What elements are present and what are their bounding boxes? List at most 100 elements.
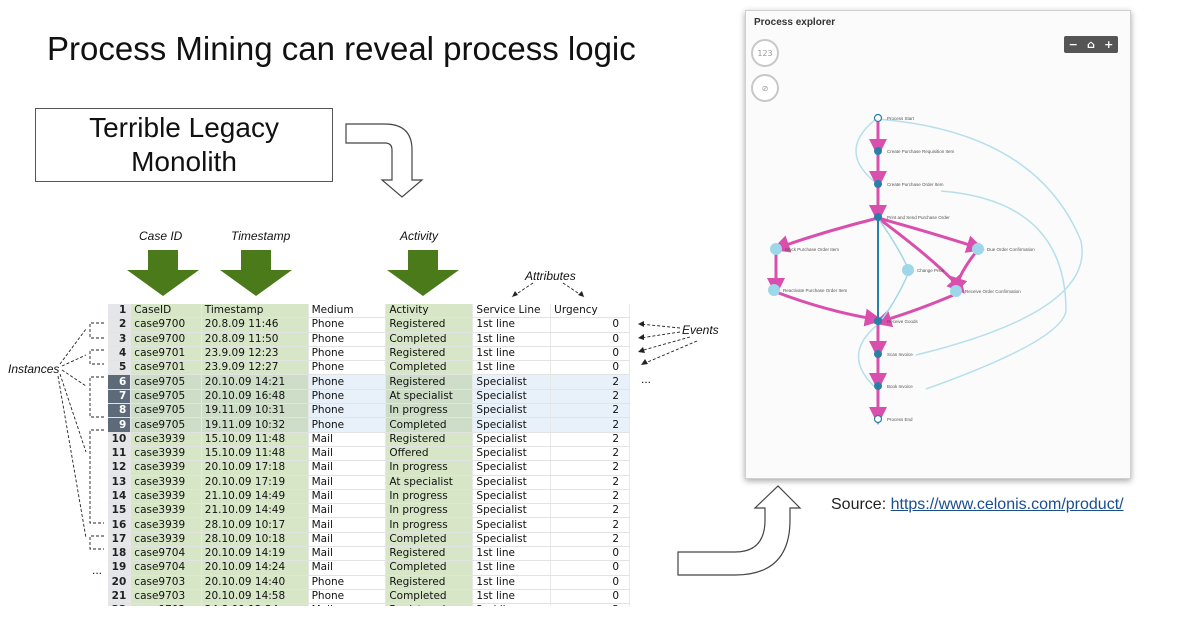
cell-caseid: case3939 bbox=[130, 517, 202, 533]
process-node-label: Change Price bbox=[917, 268, 945, 273]
process-node[interactable] bbox=[873, 414, 883, 424]
process-node[interactable] bbox=[874, 147, 882, 155]
cell-service-line: 1st line bbox=[472, 332, 552, 347]
process-node[interactable] bbox=[972, 243, 984, 255]
row-number: 4 bbox=[108, 346, 132, 362]
row-number: 14 bbox=[108, 489, 132, 505]
legacy-monolith-box: Terrible Legacy Monolith bbox=[35, 108, 333, 182]
process-node[interactable] bbox=[874, 180, 882, 188]
cell-medium: Phone bbox=[308, 403, 387, 419]
cell-timestamp: 24.8.09 12:24 bbox=[201, 603, 309, 606]
cell-medium: Phone bbox=[308, 589, 387, 605]
cell-urgency: 2 bbox=[550, 460, 630, 476]
cell-medium: Mail bbox=[308, 432, 387, 447]
process-node[interactable] bbox=[770, 243, 782, 255]
cell-caseid: case9704 bbox=[130, 560, 202, 576]
cell-timestamp: 19.11.09 10:32 bbox=[201, 417, 309, 433]
cell-service-line: 1st line bbox=[472, 346, 552, 362]
cell-caseid: case9700 bbox=[130, 332, 202, 347]
cell-activity: Completed bbox=[385, 532, 474, 548]
row-number: 12 bbox=[108, 460, 132, 476]
cell-activity: In progress bbox=[385, 489, 474, 505]
cell-caseid: case3939 bbox=[130, 446, 202, 462]
cell-service-line: Specialist bbox=[472, 446, 552, 462]
kpi-chip-label: 123 bbox=[757, 48, 773, 58]
instances-ellipsis: ... bbox=[92, 563, 103, 577]
process-explorer-title: Process explorer bbox=[754, 17, 836, 28]
process-explorer-panel: Process explorer − ⌂ + 123 ⊘ bbox=[745, 10, 1131, 479]
cell-medium: Phone bbox=[308, 360, 387, 376]
process-node[interactable] bbox=[874, 382, 882, 390]
cell-activity: Registered bbox=[385, 346, 474, 362]
process-node[interactable] bbox=[768, 284, 780, 296]
cell-timestamp: 21.10.09 14:49 bbox=[201, 489, 309, 505]
cell-urgency: 0 bbox=[550, 317, 630, 333]
cell-service-line: Specialist bbox=[472, 517, 552, 533]
cell-activity: Completed bbox=[385, 360, 474, 376]
cell-caseid: case9705 bbox=[130, 403, 202, 419]
cell-urgency: 2 bbox=[550, 603, 630, 606]
attributes-label: Attributes bbox=[525, 269, 576, 283]
cell-timestamp: 20.10.09 14:19 bbox=[201, 546, 309, 562]
events-arrows bbox=[639, 323, 698, 365]
header-urgency: Urgency bbox=[550, 304, 630, 319]
process-node[interactable] bbox=[874, 213, 882, 221]
source-link[interactable]: https://www.celonis.com/product/ bbox=[890, 496, 1124, 513]
home-icon[interactable]: ⌂ bbox=[1087, 38, 1095, 51]
page-title: Process Mining can reveal process logic bbox=[47, 30, 636, 67]
process-node[interactable] bbox=[874, 350, 882, 358]
eye-off-icon: ⊘ bbox=[761, 83, 769, 93]
cell-timestamp: 20.10.09 17:19 bbox=[201, 475, 309, 490]
cell-medium: Mail bbox=[308, 532, 387, 548]
cell-service-line: Specialist bbox=[472, 432, 552, 447]
process-node[interactable] bbox=[950, 285, 962, 297]
zoom-toolbar: − ⌂ + bbox=[1064, 36, 1118, 53]
process-node[interactable] bbox=[902, 264, 914, 276]
cell-medium: Mail bbox=[308, 460, 387, 476]
row-number: 19 bbox=[108, 560, 132, 576]
activity-label: Activity bbox=[400, 229, 439, 243]
table-header-row: 1 CaseID Timestamp Medium Activity Servi… bbox=[108, 304, 630, 319]
kpi-chip[interactable]: 123 bbox=[751, 39, 779, 67]
cell-timestamp: 20.10.09 14:58 bbox=[201, 589, 309, 605]
legacy-line-2: Monolith bbox=[131, 146, 237, 177]
cell-timestamp: 21.10.09 14:49 bbox=[201, 503, 309, 519]
row-number: 1 bbox=[108, 304, 132, 319]
timestamp-label: Timestamp bbox=[231, 229, 291, 243]
process-node[interactable] bbox=[874, 317, 882, 325]
cell-service-line: 1st line bbox=[472, 575, 552, 590]
cell-caseid: case9702 bbox=[130, 603, 202, 606]
cell-activity: Registered bbox=[385, 575, 474, 590]
cell-service-line: 1st line bbox=[472, 360, 552, 376]
cell-activity: Registered bbox=[385, 546, 474, 562]
cell-service-line: 1st line bbox=[472, 317, 552, 333]
cell-caseid: case3939 bbox=[130, 503, 202, 519]
cell-caseid: case9705 bbox=[130, 374, 202, 390]
cell-timestamp: 23.9.09 12:27 bbox=[201, 360, 309, 376]
visibility-chip[interactable]: ⊘ bbox=[751, 74, 779, 102]
row-number: 21 bbox=[108, 589, 132, 605]
header-activity: Activity bbox=[385, 304, 474, 319]
process-node[interactable] bbox=[873, 113, 883, 123]
cell-timestamp: 20.8.09 11:46 bbox=[201, 317, 309, 333]
process-node-label: Process End bbox=[887, 417, 913, 422]
cell-caseid: case3939 bbox=[130, 489, 202, 505]
zoom-out-icon[interactable]: − bbox=[1068, 38, 1078, 51]
events-ellipsis: ... bbox=[641, 372, 652, 386]
header-service-line: Service Line bbox=[472, 304, 552, 319]
zoom-in-icon[interactable]: + bbox=[1104, 38, 1114, 51]
cell-urgency: 0 bbox=[550, 546, 630, 562]
row-number: 13 bbox=[108, 475, 132, 490]
cell-medium: Mail bbox=[308, 560, 387, 576]
row-number: 7 bbox=[108, 389, 132, 405]
